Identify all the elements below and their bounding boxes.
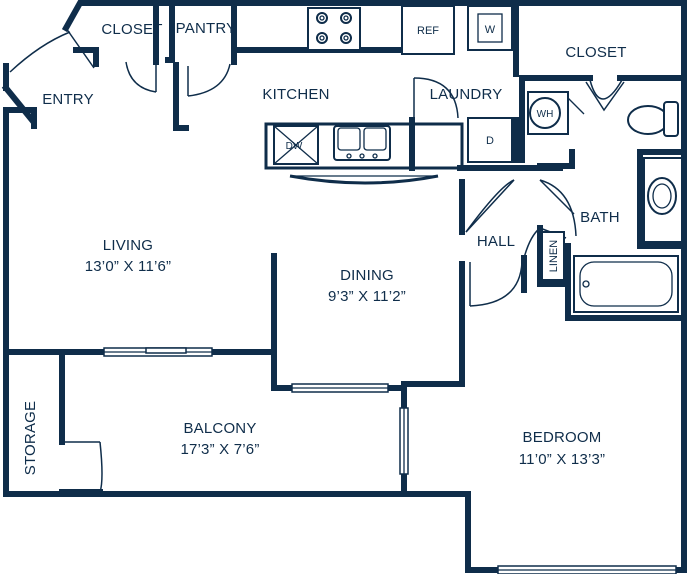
washer: W — [467, 5, 513, 51]
bath-label: BATH — [580, 209, 620, 226]
hall-label: HALL — [477, 233, 515, 250]
refrigerator: REF — [401, 5, 455, 55]
stove — [307, 7, 361, 51]
dryer: D — [467, 117, 513, 163]
pantry-label: PANTRY — [176, 20, 237, 37]
bedroom-label: BEDROOM — [523, 429, 602, 446]
living-label: LIVING — [103, 237, 153, 254]
dw-label: DW — [286, 141, 303, 152]
dining-dims: 9’3” X 11’2” — [328, 288, 406, 305]
closet-entry-label: CLOSET — [101, 21, 162, 38]
dryer-label: D — [486, 135, 494, 147]
closet-bedroom-label: CLOSET — [565, 44, 626, 61]
bedroom-dims: 11’0” X 13’3” — [519, 451, 606, 468]
bathtub — [573, 255, 679, 313]
balcony-dims: 17’3” X 7’6” — [180, 441, 259, 458]
balcony-label: BALCONY — [183, 420, 256, 437]
vanity-sink — [643, 157, 683, 243]
windows — [103, 347, 677, 574]
ref-label: REF — [417, 25, 439, 37]
kitchen-label: KITCHEN — [262, 86, 329, 103]
storage-label: STORAGE — [22, 401, 39, 475]
dining-label: DINING — [340, 267, 394, 284]
living-dims: 13’0” X 11’6” — [85, 258, 172, 275]
linen-label: LINEN — [548, 240, 560, 272]
doors — [9, 27, 625, 493]
kitchen-island: DW — [264, 122, 464, 185]
wh-label: WH — [537, 109, 554, 120]
interior-walls — [3, 2, 687, 497]
washer-label: W — [485, 24, 496, 36]
entry-label: ENTRY — [42, 91, 94, 108]
room-labels: CLOSET PANTRY ENTRY KITCHEN LAUNDRY CLOS… — [22, 20, 626, 475]
laundry-label: LAUNDRY — [430, 86, 503, 103]
water-heater: WH — [527, 91, 585, 135]
toilet — [627, 101, 679, 137]
